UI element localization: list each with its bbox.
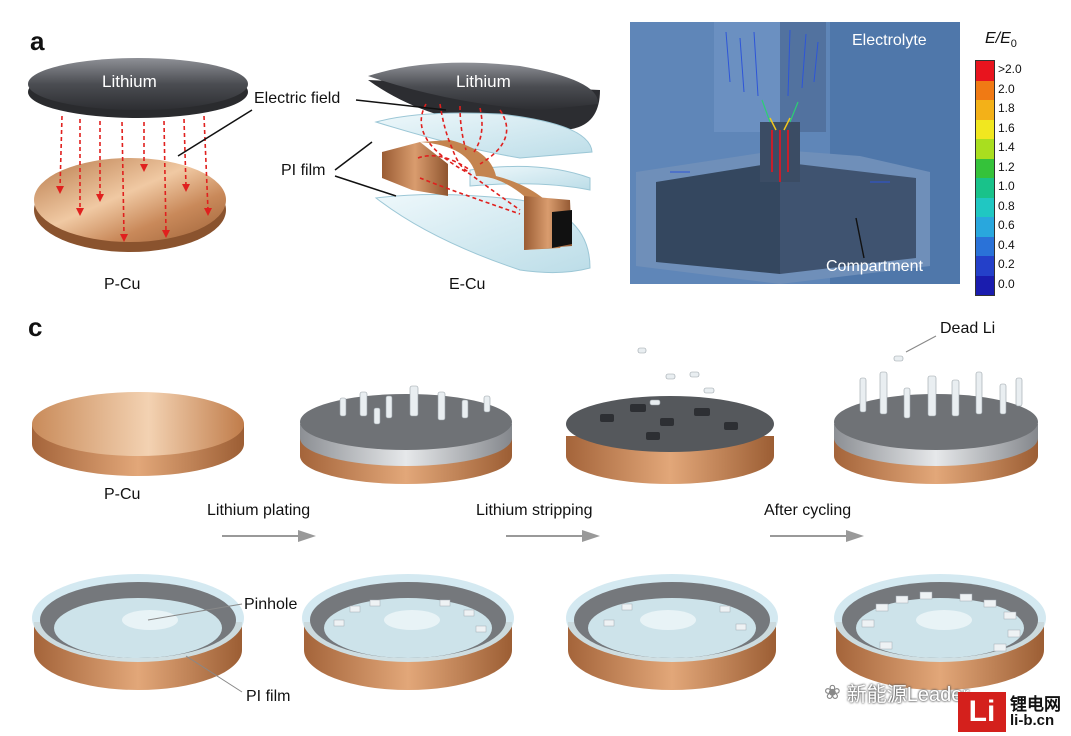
panel-letter-a: a xyxy=(30,26,45,56)
colorbar-tick-label: 1.4 xyxy=(998,140,1015,154)
pi-film-label-a: PI film xyxy=(281,162,326,179)
colorbar-tick-label: 0.2 xyxy=(998,257,1015,271)
li-debris xyxy=(600,404,738,440)
colorbar-tick-label: 0.0 xyxy=(998,276,1015,291)
colorbar-tick-label: 1.6 xyxy=(998,120,1015,135)
colorbar-swatch xyxy=(976,100,994,120)
colorbar-swatch xyxy=(976,80,994,100)
pinhole-label: Pinhole xyxy=(244,596,298,613)
brand-logo: Li xyxy=(958,692,1006,732)
colorbar-title-subscript: 0 xyxy=(1010,38,1017,51)
colorbar-swatch xyxy=(976,217,994,237)
colorbar-swatch xyxy=(976,236,994,256)
simulation-plot: Electrolyte Compartment xyxy=(630,22,960,284)
step-arrows xyxy=(222,530,864,542)
lithium-label-left: Lithium xyxy=(102,72,157,91)
dead-li-fragments-stripped xyxy=(637,347,715,406)
colorbar-swatch xyxy=(976,178,994,198)
colorbar-tick-label: 1.0 xyxy=(998,179,1015,193)
copper-compartment-right xyxy=(382,140,572,250)
step-label-plating: Lithium plating xyxy=(207,502,311,519)
ecu-label-a: E-Cu xyxy=(449,276,486,293)
colorbar-title-text: E/E xyxy=(985,30,1011,47)
pcu-disc-plain xyxy=(32,392,244,476)
compartment-label: Compartment xyxy=(826,258,923,275)
leader-lines-c xyxy=(147,603,243,693)
lithium-label-right: Lithium xyxy=(456,72,511,91)
colorbar-swatch xyxy=(976,256,994,276)
colorbar-tick-label: 0.6 xyxy=(998,218,1015,232)
colorbar-tick-label: 1.2 xyxy=(998,159,1015,174)
colorbar-swatch xyxy=(976,119,994,139)
pcu-disc-stripped xyxy=(566,347,774,484)
electric-field-lines-right xyxy=(417,103,521,215)
leader-lines-a xyxy=(177,99,447,197)
panel-letter-c: c xyxy=(28,312,43,342)
colorbar-swatch xyxy=(976,275,994,295)
colorbar-tick-label: 0.4 xyxy=(998,237,1015,252)
panel-c-illustration xyxy=(32,335,1046,693)
step-label-cycling: After cycling xyxy=(764,502,852,519)
colorbar-swatch xyxy=(976,197,994,217)
colorbar xyxy=(975,60,995,296)
colorbar-tick-label: 0.8 xyxy=(998,198,1015,213)
dead-li-label: Dead Li xyxy=(940,320,996,337)
brand-name: 锂电网 xyxy=(1010,695,1061,714)
pcu-disc-cycled xyxy=(834,355,1038,484)
ecu-disc-1 xyxy=(32,574,244,690)
wechat-watermark: ❀ 新能源Leader xyxy=(824,678,969,707)
lithium-disc-left xyxy=(28,58,248,118)
dead-li-leader xyxy=(905,335,937,353)
electric-field-label: Electric field xyxy=(254,90,341,107)
colorbar-swatch xyxy=(976,139,994,159)
pcu-disc-plated xyxy=(300,385,512,484)
pcu-label-c: P-Cu xyxy=(104,486,141,503)
colorbar-swatch xyxy=(976,158,994,178)
dendrites-plated xyxy=(339,385,491,425)
field-vectors xyxy=(670,29,890,183)
simulation-field-render xyxy=(630,22,960,284)
copper-disc-left xyxy=(34,158,226,252)
step-label-stripping: Lithium stripping xyxy=(476,502,593,519)
electrolyte-label: Electrolyte xyxy=(852,32,927,49)
colorbar-swatch xyxy=(976,61,994,81)
ecu-disc-4 xyxy=(834,574,1046,690)
dendrites-cycled xyxy=(859,355,1023,419)
lithium-halfdisc-right xyxy=(368,62,600,130)
ecu-disc-2 xyxy=(302,574,514,690)
ecu-disc-3 xyxy=(566,574,778,690)
wechat-icon: ❀ xyxy=(824,682,841,704)
colorbar-tick-label: 1.8 xyxy=(998,101,1015,115)
electric-field-arrows-left xyxy=(56,115,212,242)
colorbar-tick-label: >2.0 xyxy=(998,62,1022,76)
colorbar-title: E/E0 xyxy=(985,30,1017,50)
pi-film-right xyxy=(374,112,593,274)
pcu-label-a: P-Cu xyxy=(104,276,141,293)
brand-site: li-b.cn xyxy=(1010,712,1055,729)
panel-a-illustration xyxy=(28,58,600,274)
pi-film-label-c: PI film xyxy=(246,688,291,705)
wechat-account: 新能源Leader xyxy=(846,684,970,706)
colorbar-tick-label: 2.0 xyxy=(998,81,1015,96)
